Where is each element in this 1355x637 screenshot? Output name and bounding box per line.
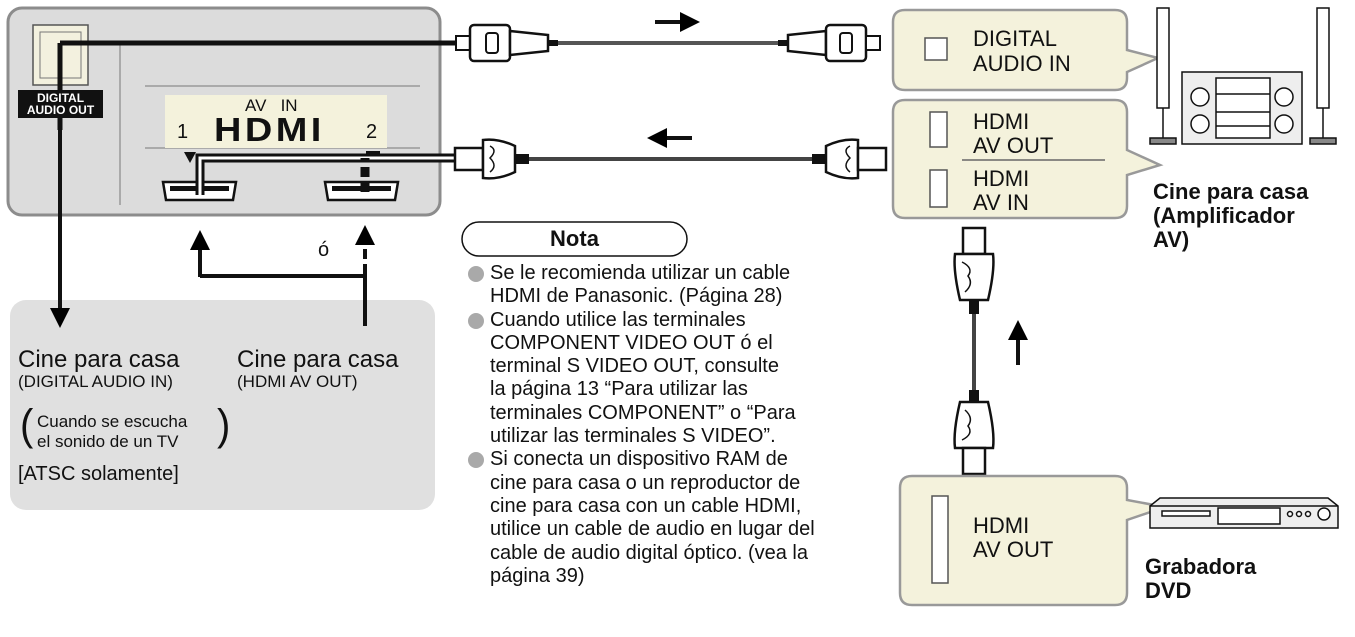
hdmi-plug-right [812, 138, 888, 180]
nota-item-text: Se le recomienda utilizar un cable HDMI … [490, 262, 791, 308]
dvd-caption-line1: Grabadora [1145, 554, 1257, 579]
nota-item: Si conecta un dispositivo RAM de cine pa… [468, 448, 888, 588]
amp-caption-line3: AV) [1153, 227, 1190, 252]
av-in-label: AV IN [245, 96, 298, 115]
atsc-note: [ATSC solamente] [18, 463, 179, 485]
stereo-system-illustration [1149, 7, 1337, 145]
nota-list: Se le recomienda utilizar un cable HDMI … [468, 262, 888, 588]
amp-hdmi-port-out [929, 111, 948, 148]
amp-digital-in-line2: AUDIO IN [973, 51, 1071, 76]
amp-hdmi-port-in [929, 169, 948, 208]
optical-plug-right [778, 23, 881, 63]
amp-digital-in-line1: DIGITAL [973, 26, 1057, 51]
destinations-box [10, 300, 435, 510]
dest1-note-line2: el sonido de un TV [37, 432, 179, 451]
dest1-note-left-paren: ( [20, 400, 34, 450]
hdmi-port2-number: 2 [366, 121, 378, 143]
digital-audio-out-label-2: AUDIO OUT [26, 103, 95, 117]
nota-item: Se le recomienda utilizar un cable HDMI … [468, 262, 888, 309]
digital-audio-out-label-1: DIGITAL [36, 91, 85, 105]
hdmi-logo: HDMI [214, 111, 325, 148]
hdmi-plug-top-vertical [953, 226, 995, 314]
dvd-hdmi-port [931, 495, 949, 584]
hdmi-plug-bottom-vertical [953, 390, 995, 476]
dvd-recorder-illustration [1149, 497, 1339, 529]
dest1-note-right-paren: ) [217, 400, 231, 450]
nota-item: Cuando utilice las terminales COMPONENT … [468, 309, 888, 449]
bullet-icon [468, 452, 484, 469]
hdmi-label-box [165, 95, 387, 148]
bullet-icon [468, 266, 484, 282]
amp-hdmi-out-line2: AV OUT [973, 133, 1054, 158]
port2-marker [366, 151, 380, 154]
dvd-hdmi-box [898, 474, 1170, 607]
port1-marker [184, 152, 196, 163]
dvd-hdmi-out-line1: HDMI [973, 513, 1030, 538]
amp-digital-in-box [891, 8, 1162, 92]
dest1-note-line1: Cuando se escucha [37, 412, 188, 431]
amp-hdmi-out-line1: HDMI [973, 109, 1030, 134]
dvd-caption-line2: DVD [1145, 578, 1192, 603]
dest1-subtitle: (DIGITAL AUDIO IN) [18, 372, 173, 391]
amp-hdmi-in-line2: AV IN [973, 190, 1029, 215]
bullet-icon [468, 312, 484, 329]
optical-plug-left [455, 23, 558, 63]
amp-hdmi-in-line1: HDMI [973, 166, 1030, 191]
nota-item-text: Si conecta un dispositivo RAM de cine pa… [490, 448, 815, 587]
amp-caption-line1: Cine para casa [1153, 179, 1309, 204]
amp-caption-line2: (Amplificador [1153, 203, 1295, 228]
dest1-title: Cine para casa [18, 346, 180, 373]
amp-optical-terminal [924, 37, 948, 61]
dvd-hdmi-out-line2: AV OUT [973, 537, 1054, 562]
or-label: ó [318, 239, 330, 261]
nota-item-text: Cuando utilice las terminales COMPONENT … [490, 308, 796, 448]
hdmi-port1-number: 1 [177, 121, 189, 143]
dest2-title: Cine para casa [237, 346, 399, 373]
amp-hdmi-box [891, 98, 1164, 220]
hdmi-plug-left [453, 138, 529, 180]
dest2-subtitle: (HDMI AV OUT) [237, 372, 358, 391]
nota-pill [461, 221, 688, 257]
nota-title: Nota [550, 226, 599, 251]
